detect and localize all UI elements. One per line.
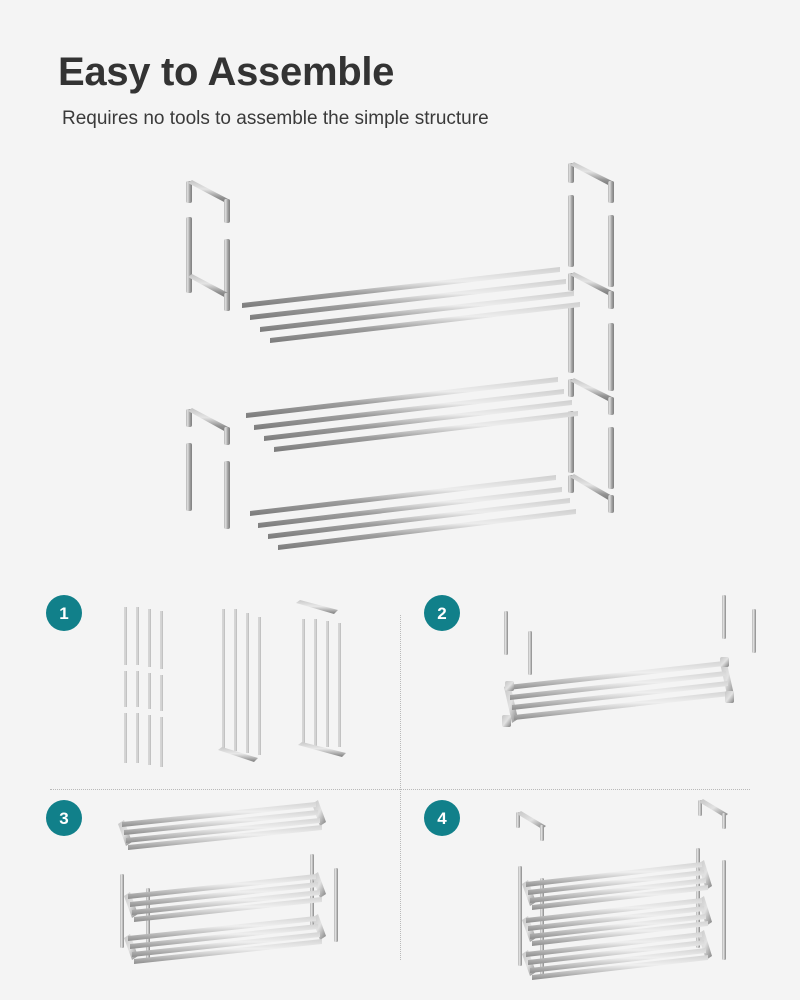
- step-3-illustration: [106, 800, 386, 980]
- right-leg-b2: [608, 323, 614, 391]
- step-2-leg-3: [722, 595, 726, 639]
- left-top-handle: [186, 180, 230, 223]
- step-2-end-bar-right: [720, 659, 734, 699]
- right-leg-b1: [568, 305, 574, 373]
- step-1-long-tubes-group: [218, 609, 261, 762]
- step-4-floating-handles: [516, 799, 728, 841]
- step-2-leg-2: [528, 631, 532, 675]
- step-2-end-bar-left: [504, 683, 518, 723]
- page-title: Easy to Assemble: [58, 50, 395, 94]
- step-4-shelf-middle: [522, 896, 712, 946]
- step-2-shelf-frame: [502, 657, 734, 727]
- left-leg-a1: [186, 217, 192, 289]
- step-3-leg-fr: [334, 868, 338, 942]
- step-4-shelf-bottom: [522, 930, 712, 980]
- step-3-shelf-middle: [124, 872, 326, 922]
- step-2-illustration: [484, 595, 774, 775]
- shelf-rods-level-1: [242, 267, 580, 343]
- step-4-rack-svg: [516, 799, 728, 980]
- step-1-frame-group: [296, 600, 346, 757]
- step-4-leg-fr: [722, 860, 726, 960]
- right-frame-group: [568, 162, 614, 513]
- step-3-shelf-bottom: [124, 914, 326, 964]
- step-4-shelf-top: [522, 860, 712, 910]
- step-4-handle-left: [516, 811, 546, 841]
- step-2-shelf-svg: [502, 595, 756, 727]
- step-1-badge: 1: [46, 595, 82, 631]
- step-1-connector-bar-c-top: [296, 600, 338, 614]
- step-2-socket-fl: [502, 715, 511, 727]
- step-1-connector-bar-b: [218, 747, 258, 762]
- step-3-rack-svg: [118, 800, 338, 964]
- step-4-leg-bl: [518, 866, 522, 966]
- step-2: 2: [424, 595, 774, 775]
- right-leg-a1: [568, 195, 574, 267]
- left-bar-2: [186, 274, 230, 311]
- left-leg-b1: [186, 443, 192, 511]
- step-2-socket-fr: [725, 691, 734, 703]
- step-3-badge: 3: [46, 800, 82, 836]
- step-4-handle-right: [698, 799, 728, 829]
- step-1-parts-svg: [124, 600, 346, 767]
- step-3-two-tier-rack: [120, 854, 338, 964]
- step-4-three-tier-rack: [518, 848, 726, 980]
- step-1-short-tubes-group: [124, 607, 163, 767]
- step-1-connector-bar-c-bottom: [298, 742, 346, 757]
- step-3-floating-shelf: [118, 800, 326, 850]
- right-leg-a2: [608, 215, 614, 287]
- step-1-illustration: [106, 595, 386, 775]
- right-bar-2: [568, 378, 614, 415]
- step-4-badge: 4: [424, 800, 460, 836]
- page-subtitle: Requires no tools to assemble the simple…: [62, 108, 489, 129]
- right-top-handle: [568, 162, 614, 203]
- step-3: 3: [46, 800, 386, 975]
- step-3-leg-bl: [120, 874, 124, 948]
- hero-exploded-diagram: [150, 155, 670, 555]
- left-frame-group: [186, 180, 230, 529]
- left-mid-bar-1: [186, 408, 230, 445]
- right-leg-c2: [608, 427, 614, 489]
- left-frame-lower: [186, 274, 230, 311]
- step-2-socket-bl: [505, 681, 514, 691]
- step-2-badge: 2: [424, 595, 460, 631]
- right-bar-1: [568, 272, 614, 309]
- step-2-leg-4: [752, 609, 756, 653]
- shelf-rods-level-2: [246, 377, 578, 452]
- right-bar-3: [568, 474, 614, 513]
- vertical-divider: [400, 615, 402, 960]
- exploded-rack-svg: [186, 162, 614, 550]
- step-2-socket-br: [720, 657, 729, 667]
- step-4: 4: [424, 799, 774, 980]
- shelf-rods-level-3: [250, 475, 576, 550]
- left-leg-b2: [224, 461, 230, 529]
- step-1: 1: [46, 595, 386, 775]
- step-2-leg-1: [504, 611, 508, 655]
- step-4-illustration: [484, 799, 774, 980]
- heading-block: Easy to Assemble Requires no tools to as…: [58, 48, 758, 132]
- step-2-floating-legs: [504, 595, 756, 675]
- right-leg-c1: [568, 411, 574, 473]
